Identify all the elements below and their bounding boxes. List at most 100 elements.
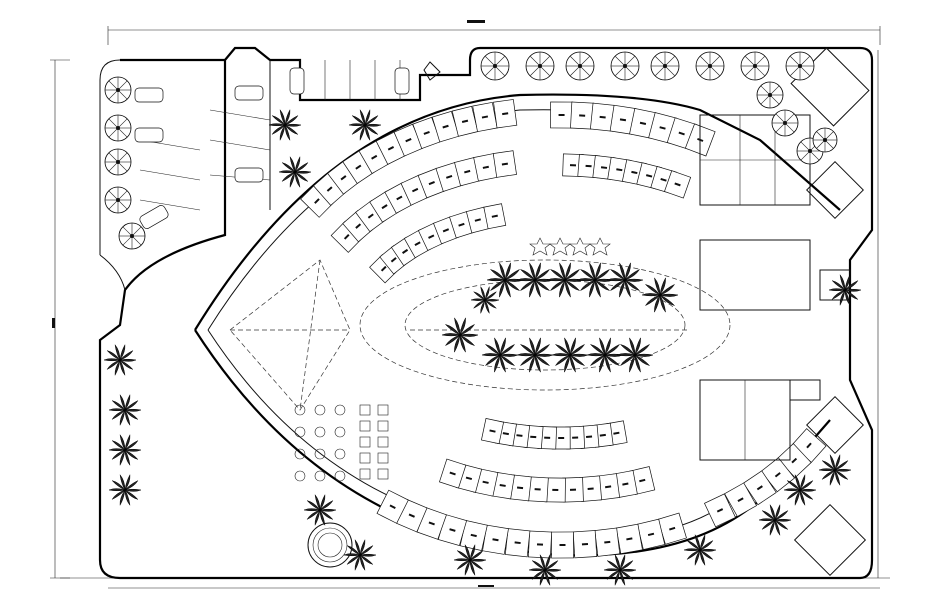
table (314, 470, 326, 482)
palm-symbol (783, 473, 817, 507)
palm-symbol (108, 393, 142, 427)
shop-unit (615, 523, 643, 555)
palm-symbol (606, 262, 644, 298)
corner-plazas (790, 47, 870, 577)
table (314, 404, 326, 416)
tree-symbol (650, 51, 680, 81)
shop-unit (454, 157, 481, 187)
shop-unit (629, 108, 657, 139)
palm-symbol (303, 493, 337, 527)
tree-symbol (525, 51, 555, 81)
table (359, 468, 371, 480)
shop-unit (451, 105, 479, 137)
shop-unit (527, 530, 553, 559)
table (377, 452, 389, 464)
shop-unit (664, 170, 692, 199)
shop-unit (596, 473, 621, 501)
star-marker (529, 237, 551, 256)
table (334, 426, 346, 438)
tree-symbol (104, 186, 132, 214)
palm-symbol (528, 553, 562, 587)
palm-symbol (616, 337, 654, 373)
shop-unit (472, 101, 498, 133)
shop-unit (704, 493, 736, 528)
palm-symbol (683, 533, 717, 567)
palm-symbol (268, 108, 302, 142)
tree-symbol (104, 114, 132, 142)
tree-symbol (740, 51, 770, 81)
shop-unit (791, 428, 827, 463)
shop-unit (437, 514, 468, 547)
table (377, 468, 389, 480)
shop-unit (570, 101, 595, 130)
palm-symbol (481, 337, 519, 373)
shop-unit (508, 474, 532, 502)
palm-symbol (603, 553, 637, 587)
palm-symbol (551, 337, 589, 373)
shop-unit (609, 104, 637, 135)
tree-symbol (104, 148, 132, 176)
shop-unit (481, 418, 505, 445)
table (294, 470, 306, 482)
table (359, 404, 371, 416)
table (359, 436, 371, 448)
shop-unit (504, 528, 531, 558)
table (314, 448, 326, 460)
food-court-seating (294, 404, 389, 482)
shop-unit (724, 482, 758, 517)
tree-symbol (610, 51, 640, 81)
palm-symbol (818, 453, 852, 487)
table (294, 426, 306, 438)
palm-symbol (828, 273, 862, 307)
shop-unit (342, 209, 375, 243)
shop-unit (594, 527, 621, 557)
table (377, 436, 389, 448)
shop-unit (493, 99, 518, 129)
shop-unit (449, 211, 474, 239)
shop-unit (483, 203, 507, 230)
landscape-plants (103, 51, 862, 587)
palm-symbol (486, 262, 524, 298)
tree-symbol (785, 51, 815, 81)
star-marker (549, 237, 571, 256)
shop-unit (572, 530, 598, 559)
palm-symbol (576, 262, 614, 298)
shop-unit (551, 531, 574, 559)
palm-symbol (470, 285, 500, 315)
shop-unit (657, 512, 687, 545)
tree-symbol (118, 222, 146, 250)
shop-unit (492, 150, 517, 178)
shop-unit (439, 458, 467, 489)
palm-symbol (278, 155, 312, 189)
star-marker (589, 237, 611, 256)
star-marker (569, 237, 591, 256)
palm-symbol (641, 277, 679, 313)
parking-area (134, 60, 441, 229)
palm-symbol (516, 337, 554, 373)
table (294, 448, 306, 460)
palm-symbol (546, 262, 584, 298)
palm-symbol (348, 108, 382, 142)
shop-unit (375, 131, 407, 165)
tree-symbol (104, 76, 132, 104)
table (377, 404, 389, 416)
palm-symbol (108, 473, 142, 507)
shop-unit (526, 476, 549, 503)
table (314, 426, 326, 438)
palm-symbol (758, 503, 792, 537)
tree-symbol (771, 109, 799, 137)
tree-symbol (695, 51, 725, 81)
tree-symbol (565, 51, 595, 81)
shop-unit (544, 477, 566, 503)
tree-symbol (756, 81, 784, 109)
table (359, 420, 371, 432)
shop-unit (431, 110, 460, 143)
shop-unit (376, 489, 409, 524)
tree-symbol (480, 51, 510, 81)
table (334, 470, 346, 482)
shop-units (300, 99, 827, 559)
table (294, 404, 306, 416)
table (334, 404, 346, 416)
site-boundary (98, 46, 874, 580)
